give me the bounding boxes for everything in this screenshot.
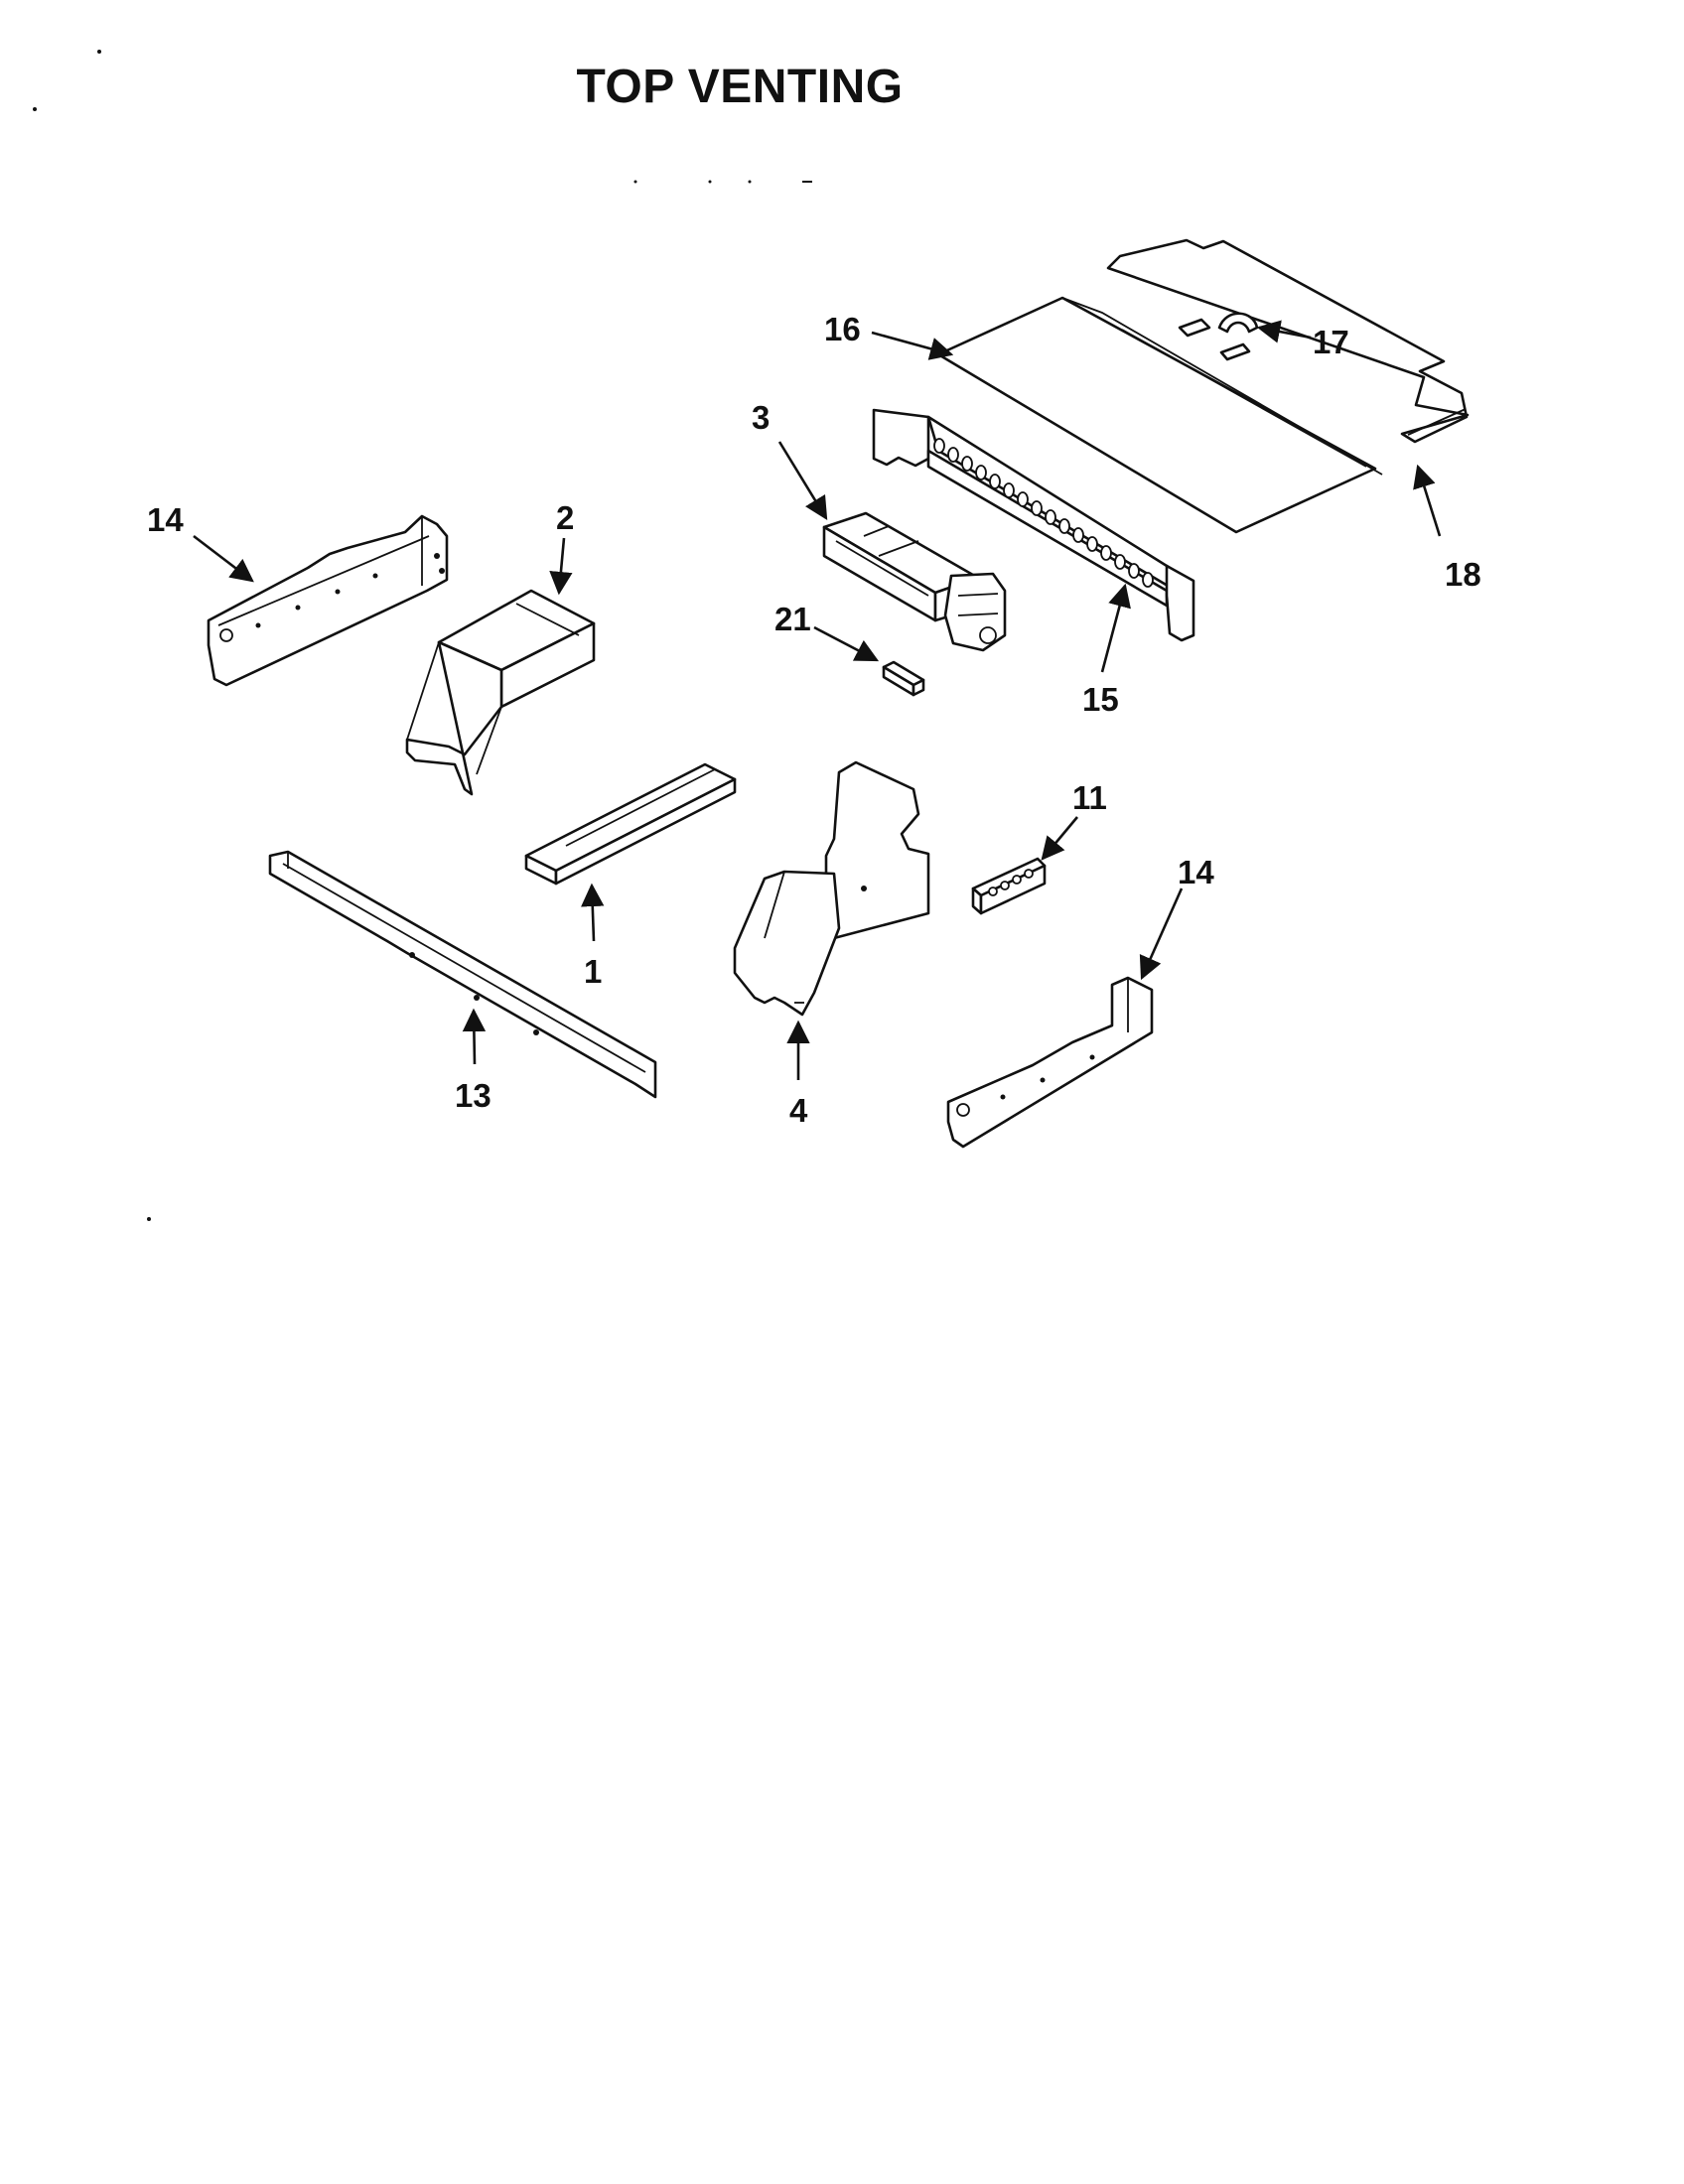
part-14-right-side-bracket [946,976,1154,1149]
page-title: TOP VENTING [576,61,904,113]
leader-14-right [1139,887,1184,981]
leader-3 [777,441,828,520]
leader-14-left [193,534,254,583]
leader-21 [813,625,880,662]
leader-17 [1256,320,1312,343]
callout-labels: 16 17 18 3 14 2 21 15 11 14 1 13 4 [147,311,1481,1129]
part-21-small-block [882,660,925,697]
part-18-top-panel [1106,238,1470,444]
scan-specks [33,50,812,1221]
part-4-shroud [733,760,930,1017]
callout-21: 21 [774,601,811,637]
callout-2: 2 [556,499,574,536]
leader-18 [1413,464,1442,537]
leader-15 [1100,583,1131,673]
leader-arrows [193,320,1442,1080]
part-3-fan-motor-assembly [822,511,1007,652]
callout-14-right: 14 [1178,854,1214,890]
callout-18: 18 [1445,556,1481,593]
callout-13: 13 [455,1077,491,1114]
vent-holes [933,438,1154,588]
callout-15: 15 [1082,681,1119,718]
part-17-clip [1178,312,1259,361]
part-15-vent-channel [872,408,1195,642]
part-13-long-rail [268,850,657,1099]
callout-17: 17 [1313,324,1349,360]
part-2-duct [405,589,596,796]
leader-16 [871,331,954,360]
leader-13 [462,1008,487,1065]
callout-4: 4 [789,1092,808,1129]
part-14-left-side-bracket [207,514,449,687]
leader-2 [549,537,573,596]
part-11-terminal-block [971,857,1047,915]
part-1-strip [524,762,737,886]
callout-11: 11 [1072,779,1107,816]
callout-16: 16 [824,311,861,347]
leader-1 [581,883,605,942]
callout-1: 1 [584,953,602,990]
leader-11 [1041,816,1078,861]
callout-3: 3 [752,399,770,436]
callout-14-left: 14 [147,501,184,538]
part-16-insulation-sheet [936,296,1383,534]
